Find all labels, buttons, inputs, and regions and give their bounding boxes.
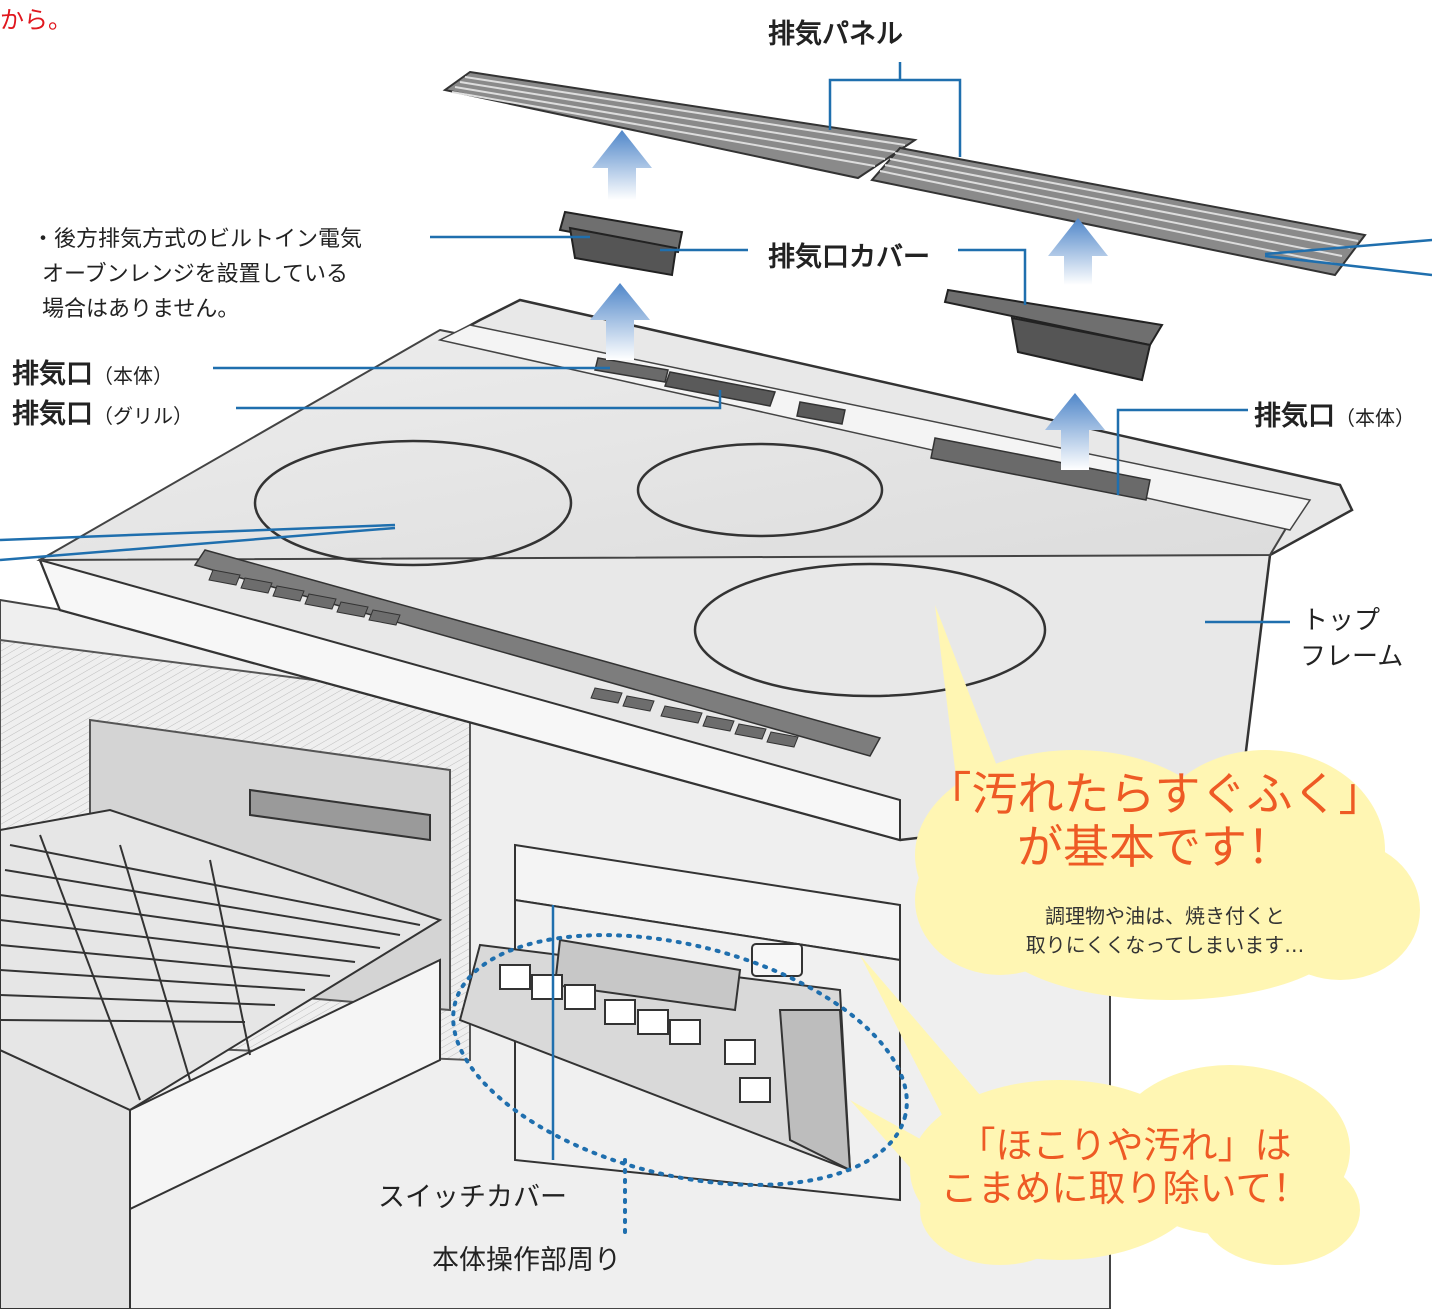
label-top-frame-line1: トップ xyxy=(1302,606,1381,636)
corner-text: から。 xyxy=(0,6,72,34)
bubble-top-sub-1: 調理物や油は、焼き付くと xyxy=(1045,904,1285,928)
bubble-top-head-1: 「汚れたらすぐふく」 xyxy=(925,767,1385,821)
label-exhaust-grill-sub: （グリル） xyxy=(93,404,193,428)
label-exhaust-grill-text: 排気口 xyxy=(12,399,93,430)
label-top-frame-line2: フレーム xyxy=(1300,642,1404,673)
label-exhaust-cover: 排気口カバー xyxy=(768,242,930,273)
bubble-top-subtext: 調理物や油は、焼き付くと 取りにくくなってしまいます… xyxy=(980,902,1350,960)
burner-center xyxy=(636,442,884,538)
exhaust-panel-left xyxy=(442,70,918,180)
control-unit xyxy=(458,938,852,1172)
label-exhaust-main-left: 排気口（本体） xyxy=(12,352,173,391)
label-exhaust-main-right-text: 排気口 xyxy=(1254,401,1335,432)
bubble-bottom-head-1: 「ほこりや汚れ」は xyxy=(958,1124,1292,1167)
exhaust-panel-right xyxy=(870,146,1367,277)
cloud-bubble-bottom xyxy=(850,955,1360,1265)
note-line-2: オーブンレンジを設置している xyxy=(42,262,349,288)
exhaust-cover-left xyxy=(558,210,684,277)
cooktop-top xyxy=(36,298,1354,842)
installation-note: ・後方排気方式のビルトイン電気 オーブンレンジを設置している 場合はありません。 xyxy=(32,222,362,328)
label-exhaust-main-left-sub: （本体） xyxy=(93,364,173,388)
bubble-top-headline: 「汚れたらすぐふく」 が基本です！ xyxy=(920,768,1390,874)
bubble-bottom-head-2: こまめに取り除いて！ xyxy=(940,1166,1310,1210)
note-line-3: 場合はありません。 xyxy=(42,297,240,323)
bubble-top-sub-2: 取りにくくなってしまいます… xyxy=(1025,933,1305,957)
control-area-highlight xyxy=(451,933,909,1187)
up-arrow-icon xyxy=(590,130,1108,470)
cloud-bubble-top xyxy=(915,605,1420,1000)
label-exhaust-panel: 排気パネル xyxy=(768,19,903,50)
bubble-top-head-2: が基本です！ xyxy=(1017,819,1293,874)
label-exhaust-main-left-text: 排気口 xyxy=(12,359,93,390)
exhaust-cover-right xyxy=(943,288,1164,382)
leader-lines xyxy=(0,62,1432,1237)
label-exhaust-grill: 排気口（グリル） xyxy=(12,392,193,431)
label-top-frame: トップ フレーム xyxy=(1300,603,1403,676)
note-line-1: ・後方排気方式のビルトイン電気 xyxy=(32,227,363,252)
bubble-bottom-headline: 「ほこりや汚れ」は こまめに取り除いて！ xyxy=(935,1124,1315,1210)
burner-right xyxy=(693,562,1047,698)
label-switch-cover: スイッチカバー xyxy=(378,1182,567,1213)
label-exhaust-main-right-sub: （本体） xyxy=(1335,406,1415,430)
label-exhaust-main-right: 排気口（本体） xyxy=(1254,394,1415,433)
label-body-control: 本体操作部周り xyxy=(432,1245,621,1276)
grill-rack xyxy=(0,808,443,1112)
burner-left xyxy=(253,439,573,567)
